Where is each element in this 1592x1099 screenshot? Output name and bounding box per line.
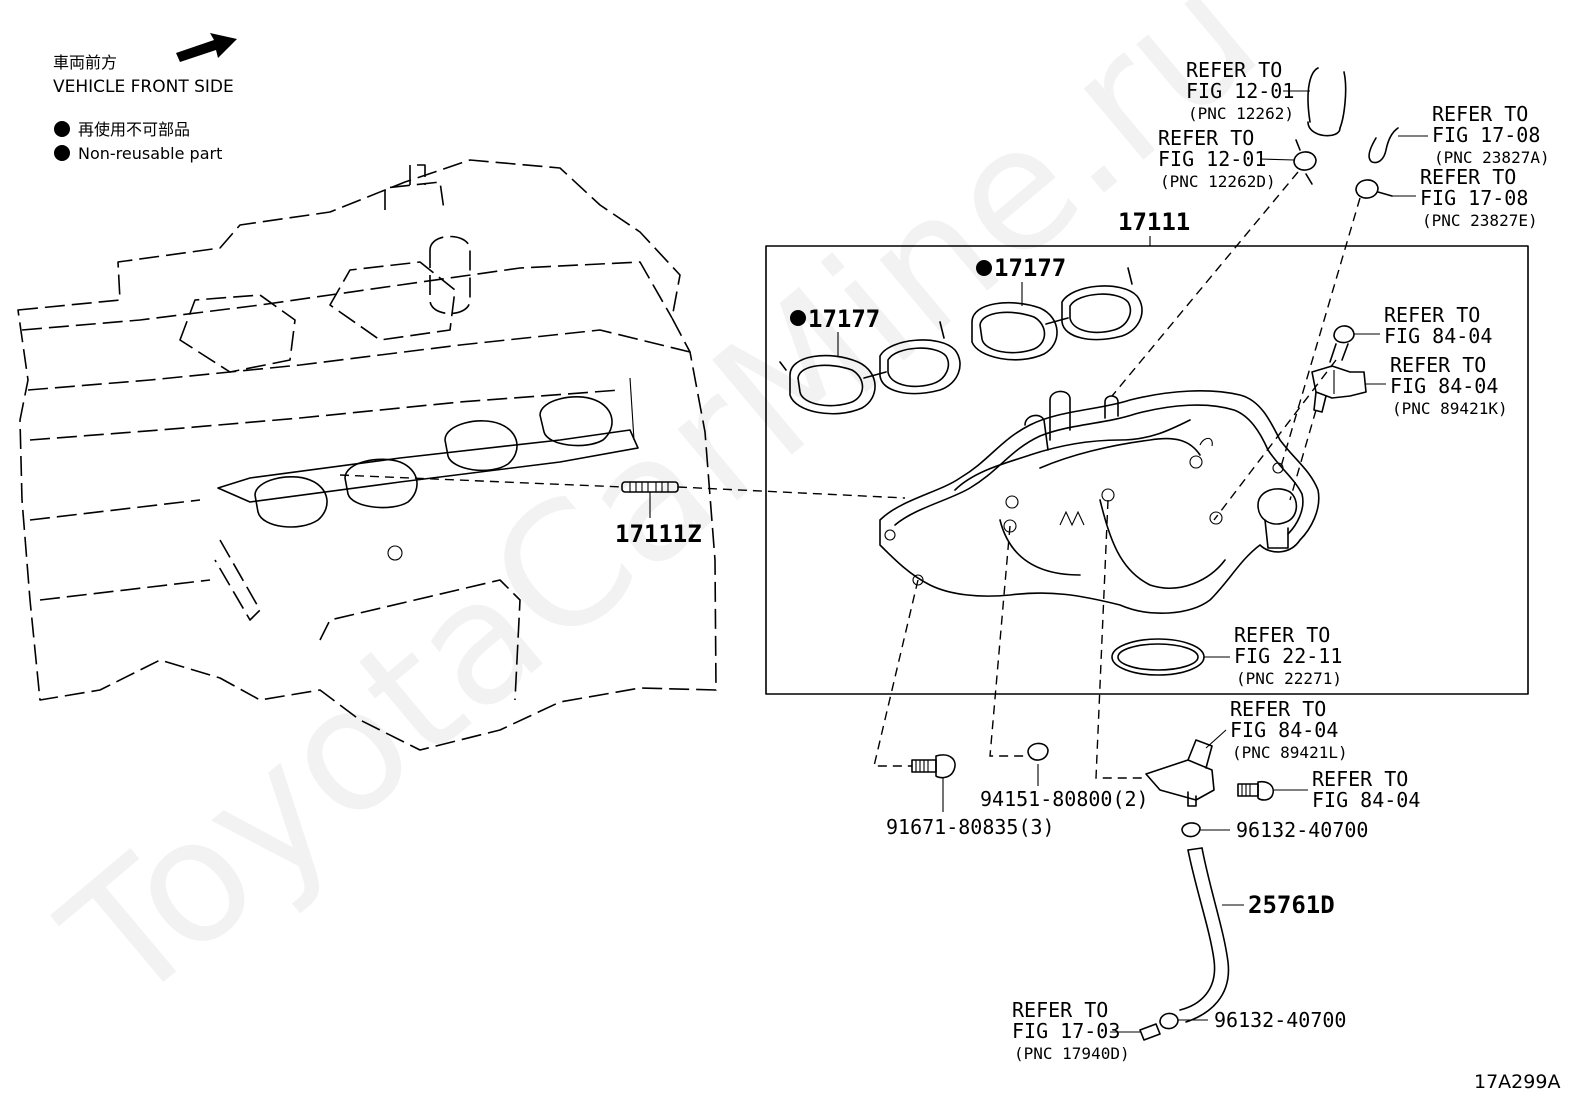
ref-callout-8: REFER TO FIG 84-04 (PNC 89421L) <box>1205 697 1348 762</box>
svg-text:(PNC 17940D): (PNC 17940D) <box>1014 1044 1130 1063</box>
engine-block-phantom <box>17 159 717 751</box>
svg-text:REFER TO: REFER TO <box>1186 58 1282 82</box>
nonreusable-dot-icon <box>54 145 70 161</box>
svg-text:FIG 84-04: FIG 84-04 <box>1312 788 1420 812</box>
clamp-96132-lower: 96132-40700 <box>1159 1008 1346 1032</box>
svg-text:REFER TO: REFER TO <box>1312 767 1408 791</box>
clamp-23827e <box>1355 179 1393 199</box>
figure-code: 17A299A <box>1474 1071 1560 1093</box>
part-number-stud: 17111Z <box>615 520 702 548</box>
gasket-right: 17177 <box>971 254 1143 361</box>
svg-text:FIG 12-01: FIG 12-01 <box>1158 147 1266 171</box>
svg-text:REFER TO: REFER TO <box>1230 697 1326 721</box>
svg-text:FIG 84-04: FIG 84-04 <box>1230 718 1338 742</box>
svg-text:REFER TO: REFER TO <box>1234 623 1330 647</box>
part-number-clamp-lower: 96132-40700 <box>1214 1008 1346 1032</box>
svg-text:REFER TO: REFER TO <box>1384 303 1480 327</box>
svg-text:FIG 17-03: FIG 17-03 <box>1012 1019 1120 1043</box>
bolt-84-04-lower <box>1237 780 1274 801</box>
legend: 車両前方 VEHICLE FRONT SIDE 再使用不可部品 Non-reus… <box>53 33 237 163</box>
svg-text:FIG 84-04: FIG 84-04 <box>1390 374 1498 398</box>
svg-text:REFER TO: REFER TO <box>1420 165 1516 189</box>
part-number-hose: 25761D <box>1248 891 1335 919</box>
ref-callout-7: REFER TO FIG 22-11 (PNC 22271) <box>1204 623 1342 688</box>
ref-callout-10: REFER TO FIG 17-03 (PNC 17940D) <box>1012 998 1140 1063</box>
svg-text:(PNC 89421K): (PNC 89421K) <box>1392 399 1508 418</box>
front-arrow-icon <box>176 33 237 62</box>
svg-text:(PNC 23827A): (PNC 23827A) <box>1434 148 1550 167</box>
svg-text:REFER TO: REFER TO <box>1432 102 1528 126</box>
sensor-89421k <box>1311 365 1367 413</box>
ref-callout-6: REFER TO FIG 84-04 (PNC 89421K) <box>1366 353 1508 418</box>
ref-callout-5: REFER TO FIG 84-04 <box>1354 303 1492 348</box>
hose-end-17940d <box>1139 1023 1161 1041</box>
svg-text:(PNC 89421L): (PNC 89421L) <box>1232 743 1348 762</box>
intake-manifold <box>879 390 1320 614</box>
part-number-clamp-upper: 96132-40700 <box>1236 818 1368 842</box>
svg-text:REFER TO: REFER TO <box>1390 353 1486 377</box>
gasket-left: 17177 <box>779 305 961 415</box>
svg-text:(PNC 12262): (PNC 12262) <box>1188 104 1294 123</box>
stud-17111z: 17111Z <box>615 481 702 548</box>
ref-callout-1: REFER TO FIG 12-01 (PNC 12262) <box>1186 58 1310 123</box>
front-label-en: VEHICLE FRONT SIDE <box>53 77 234 97</box>
bolt-91671-80835: 91671-80835(3) <box>886 754 1055 839</box>
svg-text:(PNC 23827E): (PNC 23827E) <box>1422 211 1538 230</box>
nonreusable-label-jp: 再使用不可部品 <box>78 120 190 139</box>
nonreusable-dot-icon <box>976 260 992 276</box>
svg-text:(PNC 12262D): (PNC 12262D) <box>1160 172 1276 191</box>
nonreusable-dot-icon <box>790 310 806 326</box>
sensor-89421l <box>1145 739 1215 807</box>
nut-94151-80800: 94151-80800(2) <box>980 742 1149 811</box>
svg-text:FIG 84-04: FIG 84-04 <box>1384 324 1492 348</box>
part-number-bolt: 91671-80835(3) <box>886 815 1055 839</box>
svg-text:FIG 22-11: FIG 22-11 <box>1234 644 1342 668</box>
part-number-gasket-right: 17177 <box>994 254 1066 282</box>
hose-25761d: 25761D <box>1179 847 1335 1023</box>
assembly-lines <box>339 171 1361 779</box>
ref-callout-4: REFER TO FIG 17-08 (PNC 23827E) <box>1392 165 1538 230</box>
nonreusable-dot-icon <box>54 121 70 137</box>
ref-callout-9: REFER TO FIG 84-04 <box>1274 767 1420 812</box>
svg-text:FIG 12-01: FIG 12-01 <box>1186 79 1294 103</box>
group-box <box>765 245 1529 695</box>
clamp-96132-upper: 96132-40700 <box>1181 818 1368 842</box>
svg-text:REFER TO: REFER TO <box>1158 126 1254 150</box>
bolt-84-04-upper <box>1329 325 1355 363</box>
hose-end-23827a <box>1368 127 1399 164</box>
nonreusable-label-en: Non-reusable part <box>78 144 222 163</box>
ref-callout-2: REFER TO FIG 12-01 (PNC 12262D) <box>1158 126 1295 191</box>
svg-text:(PNC 22271): (PNC 22271) <box>1236 669 1342 688</box>
part-number-gasket-left: 17177 <box>808 305 880 333</box>
part-number-nut: 94151-80800(2) <box>980 787 1149 811</box>
group-part-number: 17111 <box>1118 208 1190 236</box>
clamp-12262d <box>1293 139 1317 185</box>
svg-text:FIG 17-08: FIG 17-08 <box>1432 123 1540 147</box>
pcv-hose-end <box>1307 67 1347 137</box>
ref-callout-3: REFER TO FIG 17-08 (PNC 23827A) <box>1398 102 1550 167</box>
svg-text:FIG 17-08: FIG 17-08 <box>1420 186 1528 210</box>
front-label-jp: 車両前方 <box>53 53 117 72</box>
manifold-group: 17111 17177 17177 <box>765 208 1529 695</box>
svg-text:REFER TO: REFER TO <box>1012 998 1108 1022</box>
